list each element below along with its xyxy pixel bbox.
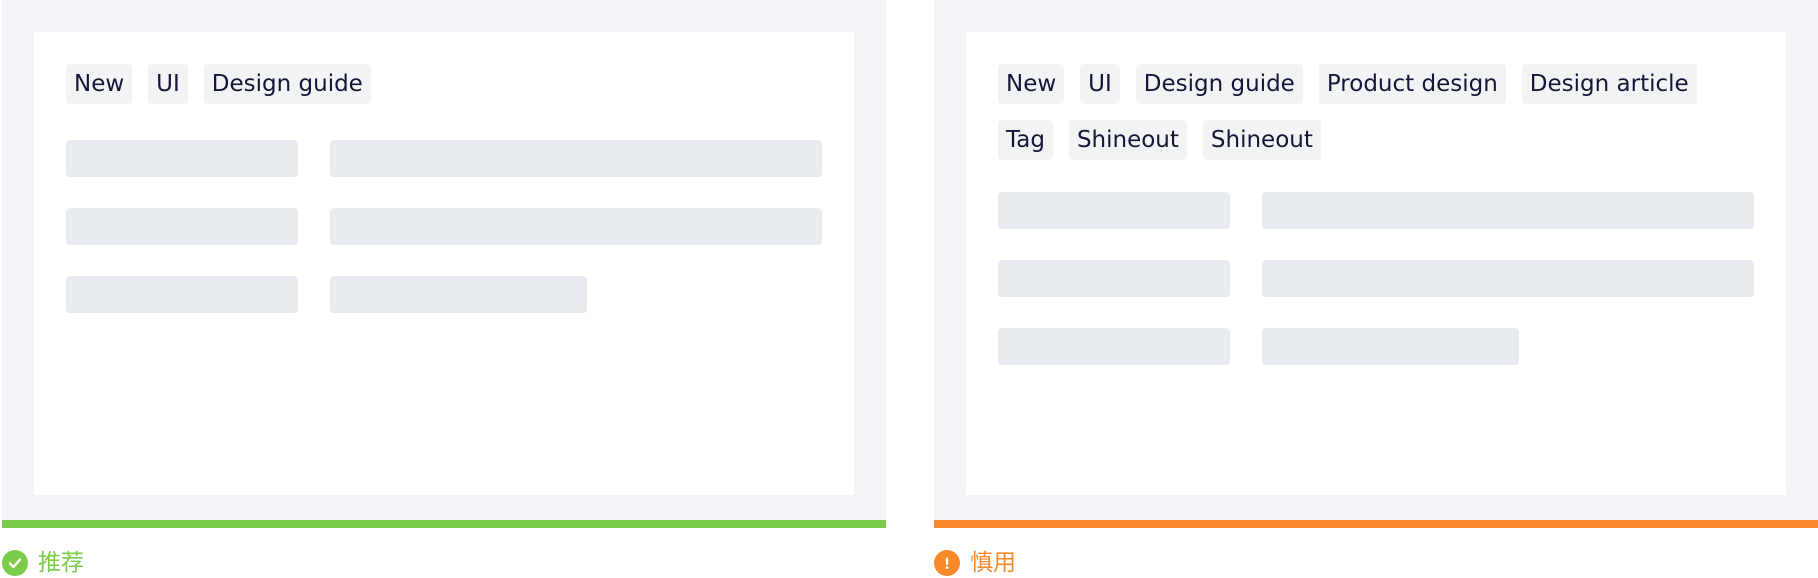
- tag-list: New UI Design guide Product design Desig…: [998, 64, 1758, 160]
- skeleton-bar: [1262, 192, 1754, 229]
- status-label: 慎用: [970, 550, 1016, 576]
- skeleton-row: [66, 140, 826, 177]
- caution-status: 慎用: [934, 548, 1016, 578]
- recommended-example-panel: New UI Design guide: [2, 0, 886, 578]
- skeleton-row: [998, 328, 1758, 365]
- skeleton-row: [66, 276, 826, 313]
- check-circle-icon: [2, 550, 28, 576]
- tag-list: New UI Design guide: [66, 64, 826, 104]
- skeleton-bar: [330, 276, 587, 313]
- recommend-status: 推荐: [2, 548, 84, 578]
- tag[interactable]: Design guide: [1135, 64, 1303, 104]
- tag[interactable]: New: [998, 64, 1065, 104]
- tag[interactable]: Shineout: [1202, 120, 1321, 160]
- skeleton-bar: [66, 276, 298, 313]
- tag[interactable]: Shineout: [1068, 120, 1187, 160]
- tag[interactable]: UI: [1080, 64, 1120, 104]
- skeleton-bar: [1262, 260, 1754, 297]
- skeleton-bar: [998, 260, 1230, 297]
- skeleton-bar: [998, 328, 1230, 365]
- tag[interactable]: Design guide: [203, 64, 371, 104]
- caution-status-bar: [934, 520, 1818, 528]
- example-card: New UI Design guide: [34, 32, 854, 495]
- exclamation-circle-icon: [934, 550, 960, 576]
- skeleton-bar: [1262, 328, 1519, 365]
- tag[interactable]: UI: [148, 64, 188, 104]
- skeleton-row: [998, 260, 1758, 297]
- tag[interactable]: Design article: [1521, 64, 1697, 104]
- skeleton-placeholder: [66, 140, 826, 344]
- skeleton-bar: [998, 192, 1230, 229]
- caution-example-panel: New UI Design guide Product design Desig…: [934, 0, 1818, 578]
- skeleton-row: [66, 208, 826, 245]
- example-frame: New UI Design guide: [2, 0, 886, 520]
- recommend-status-bar: [2, 520, 886, 528]
- tag[interactable]: Product design: [1318, 64, 1506, 104]
- example-card: New UI Design guide Product design Desig…: [966, 32, 1786, 495]
- tag[interactable]: Tag: [998, 120, 1053, 160]
- skeleton-placeholder: [998, 192, 1758, 396]
- status-label: 推荐: [38, 550, 84, 576]
- skeleton-bar: [66, 140, 298, 177]
- skeleton-bar: [330, 208, 822, 245]
- tag[interactable]: New: [66, 64, 133, 104]
- skeleton-bar: [66, 208, 298, 245]
- skeleton-bar: [330, 140, 822, 177]
- example-frame: New UI Design guide Product design Desig…: [934, 0, 1818, 520]
- skeleton-row: [998, 192, 1758, 229]
